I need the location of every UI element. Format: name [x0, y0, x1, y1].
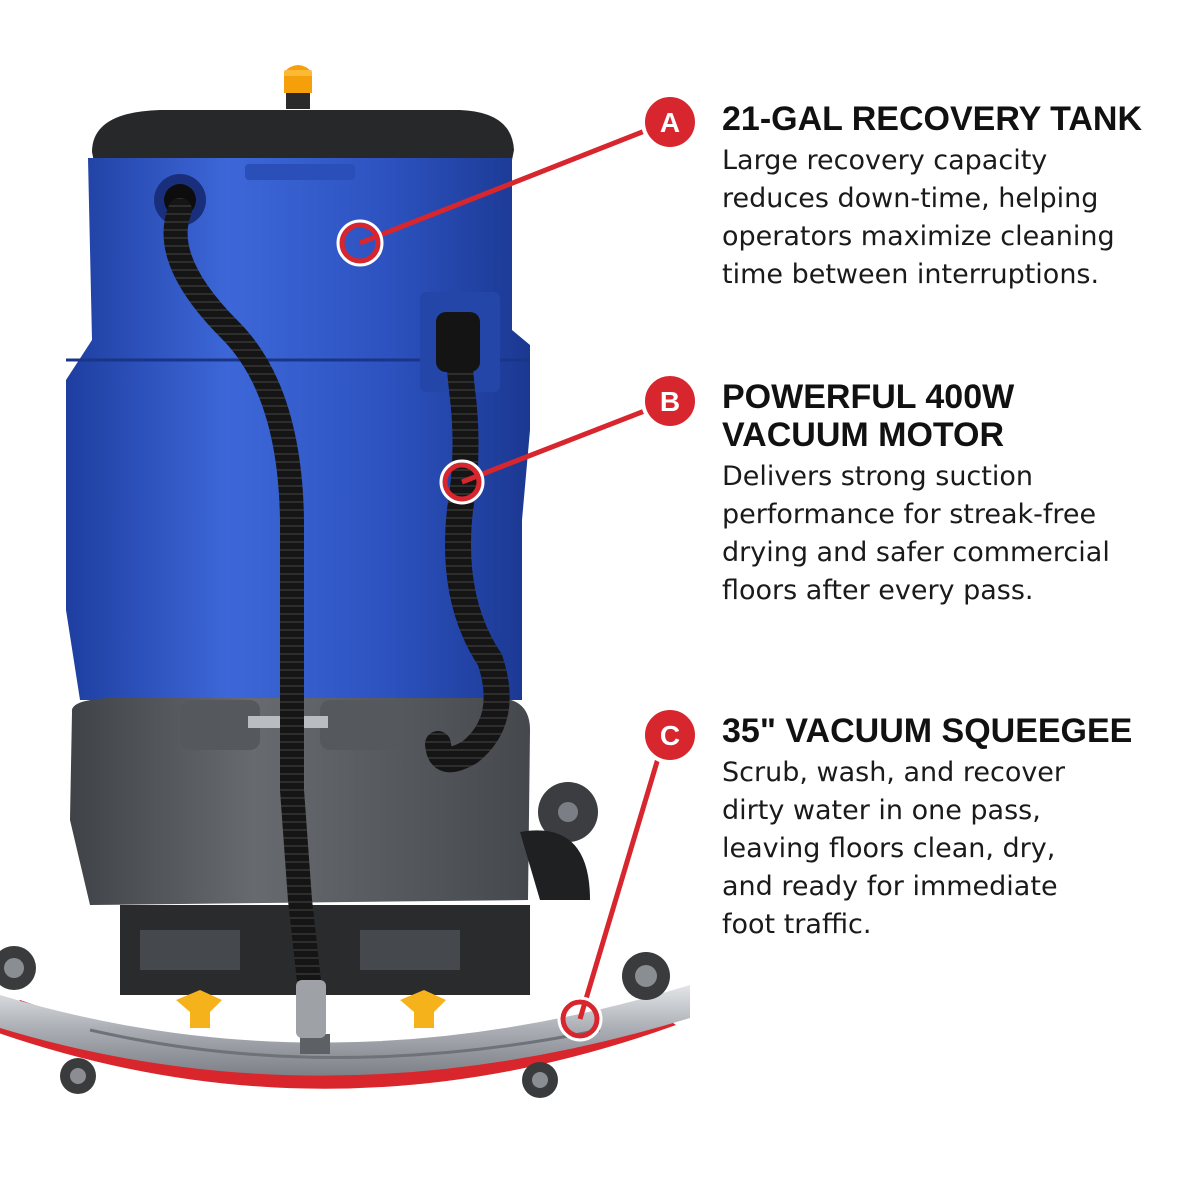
- callout-c: C: [557, 706, 699, 1042]
- feature-vacuum-motor: POWERFUL 400W VACUUM MOTOR Delivers stro…: [722, 378, 1182, 610]
- recovery-hose: [163, 198, 322, 1002]
- feature-description: Large recovery capacity reduces down-tim…: [722, 145, 1115, 290]
- callout-b: B: [439, 372, 699, 505]
- squeegee-knob-right: [400, 990, 446, 1028]
- badge-letter-b: B: [660, 386, 680, 417]
- beacon-light-icon: [284, 65, 312, 109]
- squeegee-knob-left: [176, 990, 222, 1028]
- squeegee-frame: [0, 985, 690, 1076]
- feature-title: 21-GAL RECOVERY TANK: [722, 100, 1143, 138]
- feature-title: 35" VACUUM SQUEEGEE: [722, 712, 1133, 750]
- badge-letter-a: A: [660, 107, 680, 138]
- vacuum-motor-hose: [425, 317, 510, 773]
- caster-wheel-icon: [0, 946, 670, 1098]
- feature-description: Scrub, wash, and recover dirty water in …: [722, 757, 1066, 940]
- feature-recovery-tank: 21-GAL RECOVERY TANK Large recovery capa…: [722, 100, 1182, 294]
- feature-vacuum-squeegee: 35" VACUUM SQUEEGEE Scrub, wash, and rec…: [722, 712, 1182, 944]
- callout-a: A: [336, 93, 699, 267]
- feature-title: POWERFUL 400W VACUUM MOTOR: [722, 378, 1015, 454]
- feature-description: Delivers strong suction performance for …: [722, 461, 1110, 606]
- tank-lid: [92, 110, 514, 162]
- squeegee-blade: [0, 1000, 676, 1089]
- recovery-tank: [66, 158, 530, 700]
- badge-letter-c: C: [660, 720, 680, 751]
